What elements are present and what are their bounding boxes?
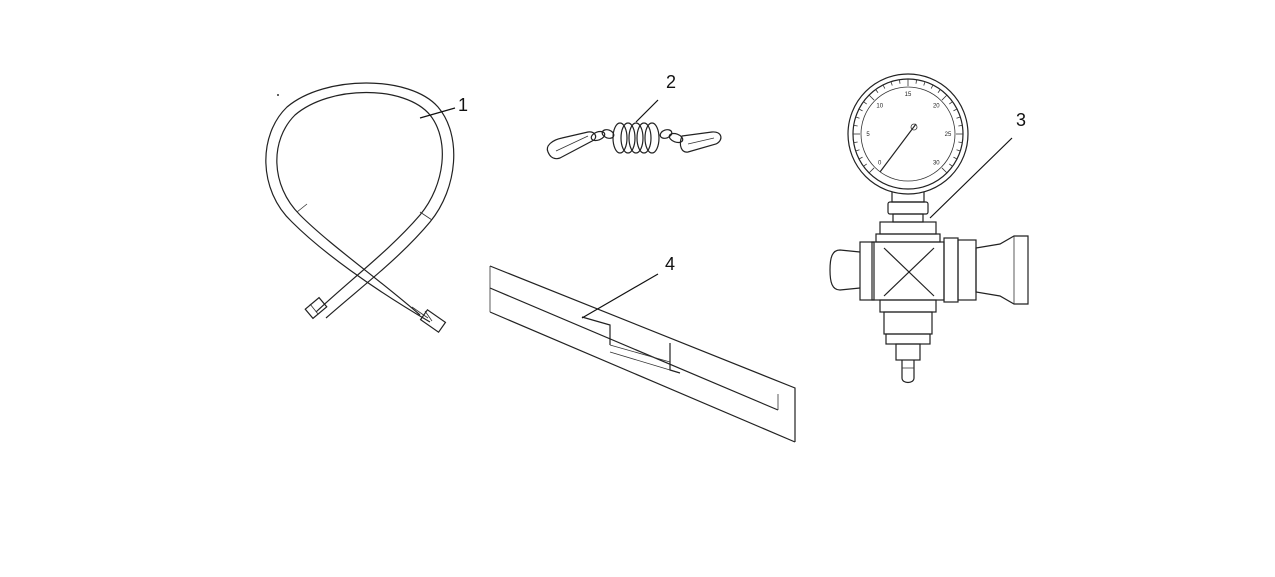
- gauge-tick: [956, 149, 961, 152]
- gauge-tick: [853, 141, 858, 143]
- gauge-scale-label: 5: [866, 132, 870, 138]
- gauge-tick: [890, 81, 893, 86]
- callout-3: 3: [929, 110, 1026, 219]
- gauge-tick: [915, 79, 917, 84]
- gauge-tick: [953, 156, 958, 160]
- callout-3-label: 3: [1016, 110, 1026, 130]
- callout-1-label: 1: [458, 95, 468, 115]
- gauge-scale-label: 30: [933, 160, 940, 166]
- gauge-scale-ticks: [853, 79, 963, 174]
- gauge-scale-label: 25: [945, 132, 952, 138]
- gauge-tick: [941, 167, 948, 174]
- gauge-tick: [937, 89, 941, 93]
- channel-strip-part: [489, 265, 796, 443]
- gauge-tick: [858, 108, 863, 112]
- gauge-tick: [853, 125, 858, 127]
- gauge-tick: [858, 156, 863, 160]
- gauge-scale-label: 10: [876, 104, 883, 110]
- callout-4-label: 4: [665, 254, 675, 274]
- gauge-tick: [949, 163, 953, 167]
- pressure-gauge-part: 0 5 10 15 20 25 30: [829, 73, 1029, 384]
- gauge-tick: [855, 149, 860, 152]
- gauge-tick: [930, 84, 934, 89]
- gauge-scale-labels: 0 5 10 15 20 25 30: [866, 92, 952, 166]
- gauge-tick: [875, 89, 879, 93]
- gauge-tick: [899, 79, 901, 84]
- gauge-tick: [863, 101, 867, 105]
- callout-1: 1: [419, 95, 468, 119]
- gauge-tick: [949, 101, 953, 105]
- gauge-tick: [855, 116, 860, 119]
- lanyard-part: [546, 122, 722, 160]
- gauge-scale-label: 20: [933, 104, 940, 110]
- gauge-scale-label: 15: [905, 92, 912, 98]
- hose-part: [265, 82, 455, 334]
- gauge-tick: [958, 125, 963, 127]
- gauge-tick: [868, 94, 875, 101]
- gauge-tick: [882, 84, 886, 89]
- gauge-tick: [863, 163, 867, 167]
- gauge-tick: [956, 116, 961, 119]
- gauge-tick: [941, 94, 948, 101]
- gauge-tick: [953, 108, 958, 112]
- callout-2-label: 2: [666, 72, 676, 92]
- gauge-tick: [868, 167, 875, 174]
- callout-4: 4: [581, 254, 675, 319]
- gauge-tick: [958, 141, 963, 143]
- gauge-tick: [923, 81, 926, 86]
- callout-2: 2: [635, 72, 676, 123]
- gauge-scale-label: 0: [878, 160, 882, 166]
